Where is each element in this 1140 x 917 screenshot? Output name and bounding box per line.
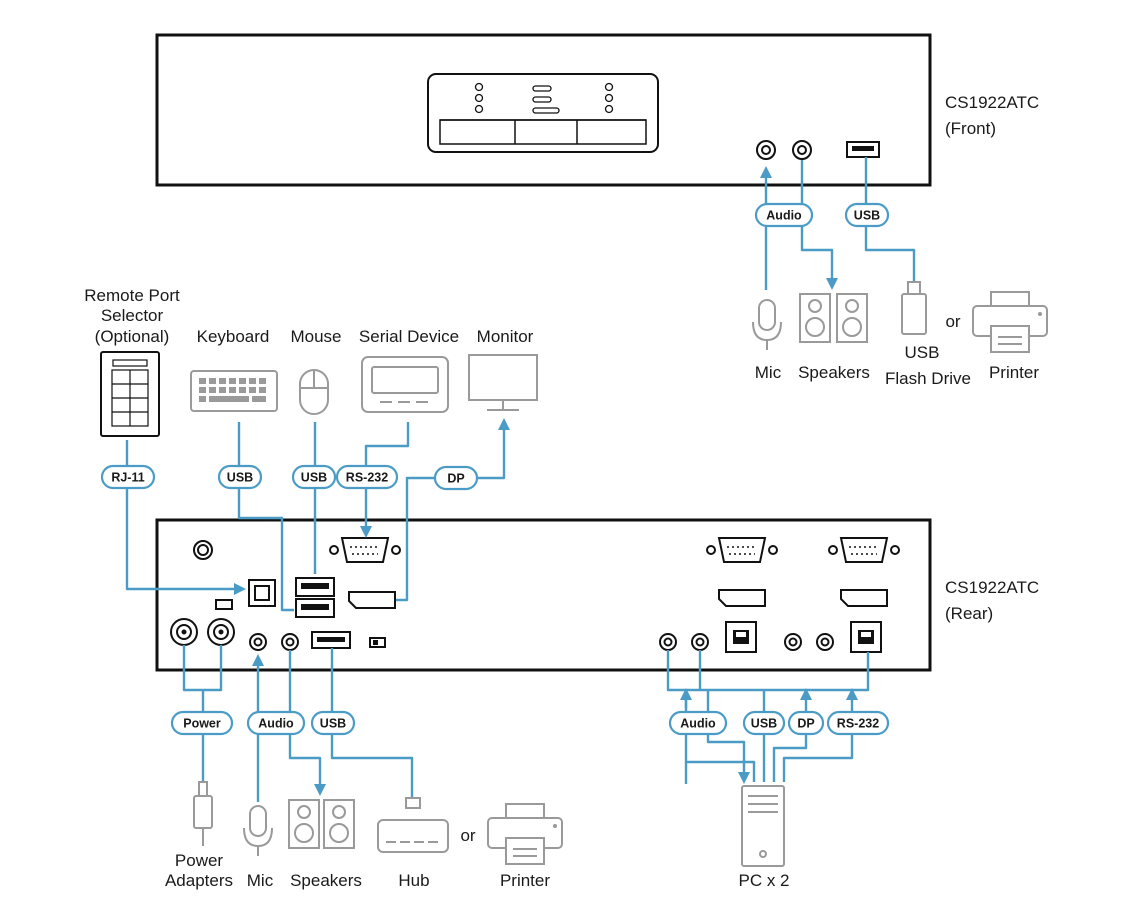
front-audio-tag: Audio [754,202,814,228]
front-speakers-label: Speakers [798,363,870,382]
front-mic-label: Mic [755,363,782,382]
hub-label: Hub [398,871,429,890]
front-or-label: or [945,312,960,331]
svg-text:RS-232: RS-232 [346,471,388,485]
rear-usb-tag: USB [310,710,356,736]
pc-dp-tag: DP [787,710,825,736]
power-sockets [170,618,235,646]
rear-side-label: (Rear) [945,604,993,623]
usb-flash-drive-label-2: Flash Drive [885,369,971,388]
console-usb-ports [295,577,335,618]
remote-port-selector-label-1: Remote Port [84,286,180,305]
svg-text:RS-232: RS-232 [837,717,879,731]
svg-text:USB: USB [854,209,880,223]
remote-port-selector-icon [100,351,160,437]
mouse-icon [299,369,329,415]
rear-usb-port [311,631,351,649]
rear-mic-icon [243,805,273,856]
front-printer-icon [972,291,1048,353]
kvm-port-1 [659,537,778,653]
usb-flash-drive-icon [901,281,927,335]
front-model-label: CS1922ATC [945,93,1039,112]
rear-speakers-label: Speakers [290,871,362,890]
svg-text:Audio: Audio [258,717,294,731]
svg-text:USB: USB [751,717,777,731]
remote-port-selector-label-2: Selector [101,306,164,325]
svg-text:USB: USB [320,717,346,731]
monitor-label: Monitor [477,327,534,346]
hub-icon [377,797,449,853]
kvm-port-2 [784,537,900,653]
front-mic-icon [752,299,782,350]
front-usb-tag: USB [844,202,890,228]
rj11-tag: RJ-11 [100,464,156,490]
rj11-port [248,579,276,607]
rear-printer-label: Printer [500,871,550,890]
pc-usb-tag: USB [742,710,786,736]
dip-switch [369,637,386,648]
svg-text:USB: USB [227,471,253,485]
monitor-icon [468,354,538,411]
lower-rear-cables [182,645,870,802]
serial-device-icon [361,356,449,413]
front-side-label: (Front) [945,119,996,138]
rear-unit [155,518,932,672]
front-usb-port [846,141,880,158]
power-tag: Power [170,710,234,736]
ground-screw [193,540,213,560]
pc-label: PC x 2 [738,871,789,890]
remote-port-selector-label-3: (Optional) [95,327,170,346]
front-audio-jacks [756,140,812,160]
rear-mic-label: Mic [247,871,274,890]
console-rs232-port [329,537,401,563]
serial-rs232-tag: RS-232 [335,464,399,490]
svg-text:DP: DP [447,472,464,486]
svg-text:DP: DP [797,717,814,731]
front-speakers-icon [799,293,868,343]
mouse-usb-tag: USB [291,464,337,490]
keyboard-icon [190,370,278,412]
rear-audio-tag: Audio [246,710,306,736]
pc-rs232-tag: RS-232 [826,710,890,736]
front-printer-label: Printer [989,363,1039,382]
power-adapter-icon [193,781,213,846]
serial-device-label: Serial Device [359,327,459,346]
console-dp-port [348,591,396,609]
svg-text:USB: USB [301,471,327,485]
svg-text:Audio: Audio [680,717,716,731]
mouse-label: Mouse [290,327,341,346]
pc-tower-icon [741,785,785,867]
svg-text:Audio: Audio [766,209,802,223]
rear-or-label: or [460,826,475,845]
front-unit [155,33,932,187]
pc-audio-tag: Audio [668,710,728,736]
svg-text:RJ-11: RJ-11 [111,471,144,485]
svg-text:Power: Power [183,717,221,731]
rear-speakers-icon [288,799,355,849]
power-adapters-label-1: Power [175,851,224,870]
keyboard-label: Keyboard [197,327,270,346]
usb-flash-drive-label-1: USB [905,343,940,362]
front-panel-control [427,73,659,153]
rear-model-label: CS1922ATC [945,578,1039,597]
keyboard-usb-tag: USB [217,464,263,490]
rear-printer-icon [487,803,563,865]
monitor-dp-tag: DP [433,465,479,491]
power-adapters-label-2: Adapters [165,871,233,890]
mini-usb-port [215,599,233,610]
